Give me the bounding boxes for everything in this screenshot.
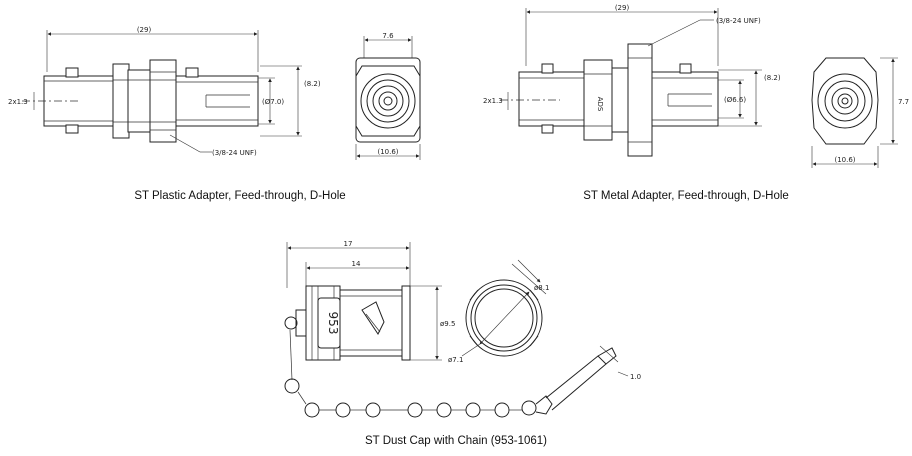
metal-body-mark: ADS [596, 97, 604, 112]
plastic-bore-dim: (Ø7.0) [262, 98, 284, 106]
metal-thread-dim: (3/8-24 UNF) [716, 17, 761, 25]
plastic-adapter-side-view [22, 30, 302, 153]
dustcap-diameter-dim: ø9.5 [440, 320, 455, 328]
metal-height-dim: (8.2) [764, 74, 781, 82]
dustcap-outer-dia-dim: ø7.1 [448, 356, 463, 364]
dustcap-wire-dim: 1.0 [630, 373, 641, 381]
plastic-thread-dim: (3/8-24 UNF) [212, 149, 257, 157]
metal-adapter-side-view [500, 8, 762, 157]
dustcap-part-mark: 953 [326, 312, 340, 335]
dust-cap-side-view [284, 242, 442, 361]
plastic-end-width-dim: 7.6 [382, 32, 394, 40]
plastic-flat-dim: (10.6) [377, 148, 398, 156]
plastic-caption: ST Plastic Adapter, Feed-through, D-Hole [134, 190, 345, 202]
dustcap-body-length-dim: 14 [352, 260, 361, 268]
dustcap-end-dia-dim: ø8.1 [534, 284, 549, 292]
metal-end-height-dim: 7.7 [898, 98, 909, 106]
plastic-length-dim: (29) [137, 26, 152, 34]
metal-fiber-dim: 2x1.3 [483, 97, 503, 105]
plastic-height-dim: (8.2) [304, 80, 321, 88]
metal-flat-dim: (10.6) [834, 156, 855, 164]
metal-caption: ST Metal Adapter, Feed-through, D-Hole [583, 190, 789, 202]
metal-length-dim: (29) [615, 4, 630, 12]
plastic-adapter-end-view [355, 36, 421, 160]
plastic-fiber-dim: 2x1.3 [8, 98, 28, 106]
metal-adapter-end-view [811, 57, 898, 168]
dust-cap-chain [284, 329, 629, 418]
dustcap-length-dim: 17 [344, 240, 353, 248]
dustcap-caption: ST Dust Cap with Chain (953-1061) [365, 435, 547, 447]
dust-cap-end-view [461, 259, 547, 357]
metal-bore-dim: (Ø6.6) [724, 96, 746, 104]
